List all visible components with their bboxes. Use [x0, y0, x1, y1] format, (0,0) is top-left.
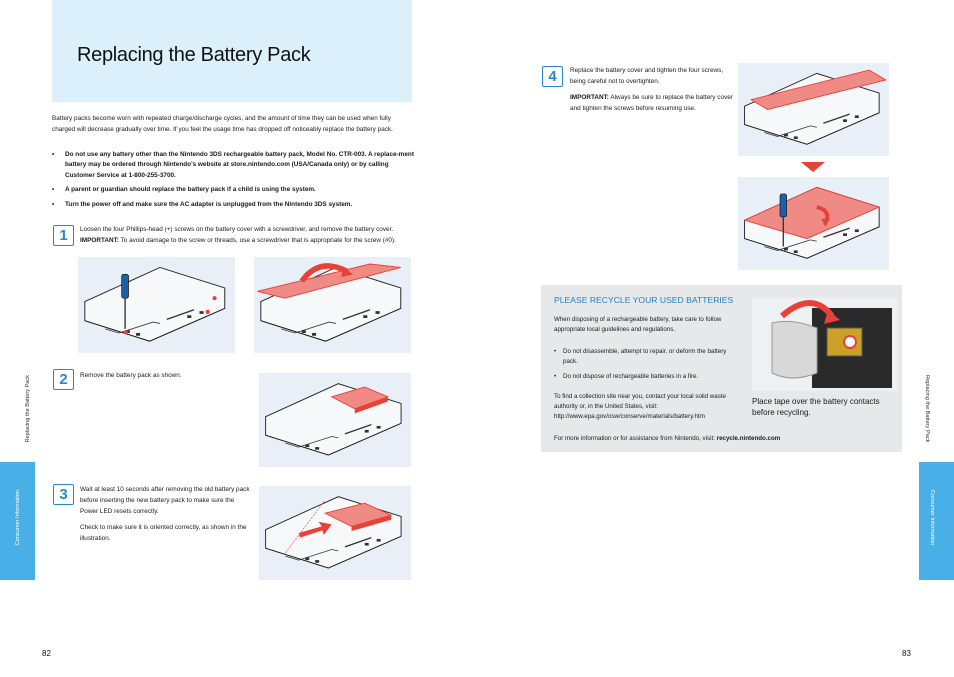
step4-image-screws-tightened: [738, 177, 889, 270]
side-tab: [0, 462, 35, 580]
side-section-label: Replacing the Battery Pack: [25, 375, 31, 443]
step1-text: Loosen the four Phillips-head (+) screws…: [80, 224, 400, 246]
side-tab-label: Consumer Information: [929, 490, 935, 546]
recycle-collection-text: To find a collection site near you, cont…: [554, 393, 726, 420]
step2-image-battery-removed: [259, 373, 411, 467]
recycle-link[interactable]: recycle.nintendo.com: [716, 435, 781, 442]
device-illustration: [743, 69, 887, 145]
side-section-label: Replacing the Battery Pack: [924, 375, 930, 443]
page-number-left: 82: [42, 649, 51, 658]
warning-item: Turn the power off and make sure the AC …: [52, 200, 414, 211]
recycle-heading: PLEASE RECYCLE YOUR USED BATTERIES: [554, 295, 734, 305]
step4-important: IMPORTANT: Always be sure to replace the…: [570, 92, 734, 114]
step4-instruction: Replace the battery cover and tighten th…: [570, 67, 724, 85]
step-number-3: 3: [53, 484, 74, 505]
important-text: To avoid damage to the screw or threads,…: [118, 237, 396, 244]
warning-item: Do not use any battery other than the Ni…: [52, 150, 414, 181]
device-illustration: [257, 263, 402, 342]
title-banner: [52, 0, 412, 102]
side-tab: [919, 462, 954, 580]
step1-instruction: Loosen the four Phillips-head (+) screws…: [80, 226, 394, 233]
step4-image-cover-placed: [738, 63, 889, 156]
important-label: IMPORTANT:: [570, 94, 609, 101]
recycle-list: Do not disassemble, attempt to repair, o…: [554, 347, 734, 387]
step4-text: Replace the battery cover and tighten th…: [570, 65, 734, 114]
warning-item: A parent or guardian should replace the …: [52, 185, 414, 196]
step2-text: Remove the battery pack as shown.: [80, 372, 182, 379]
intro-paragraph: Battery packs become worn with repeated …: [52, 115, 393, 133]
step-number-1: 1: [53, 225, 74, 246]
battery-tape-illustration: [771, 300, 892, 388]
step3-wait-text: Wait at least 10 seconds after removing …: [80, 486, 250, 515]
page-title: Replacing the Battery Pack: [77, 44, 311, 66]
step1-image-cover-removed: [254, 257, 411, 353]
recycle-item: Do not disassemble, attempt to repair, o…: [554, 347, 734, 367]
device-illustration: [743, 186, 881, 259]
device-illustration: [84, 266, 226, 342]
recycle-intro: When disposing of a rechargeable battery…: [554, 316, 722, 333]
side-tab-label: Consumer Information: [15, 490, 21, 546]
device-illustration: [264, 382, 402, 456]
warning-list: Do not use any battery other than the Ni…: [52, 150, 414, 214]
step-number-2: 2: [53, 369, 74, 390]
recycle-more-info: For more information or for assistance f…: [554, 433, 874, 444]
device-illustration: [264, 495, 402, 569]
more-info-prefix: For more information or for assistance f…: [554, 435, 717, 442]
step1-image-screwdriver: [78, 257, 235, 353]
recycle-item: Do not dispose of rechargeable batteries…: [554, 372, 734, 382]
step-number-4: 4: [542, 66, 563, 87]
step1-important: IMPORTANT: To avoid damage to the screw …: [80, 235, 400, 246]
important-label: IMPORTANT:: [80, 237, 119, 244]
down-arrow-icon: [801, 162, 825, 172]
battery-tape-image: [752, 298, 897, 391]
step3-text: Wait at least 10 seconds after removing …: [80, 484, 250, 544]
important-text: Always be sure to replace the battery co…: [570, 94, 733, 112]
step3-image-battery-insert: [259, 486, 411, 580]
page-number-right: 83: [902, 649, 911, 658]
battery-tape-caption: Place tape over the battery contacts bef…: [752, 397, 880, 417]
step3-orientation-text: Check to make sure it is oriented correc…: [80, 524, 247, 542]
